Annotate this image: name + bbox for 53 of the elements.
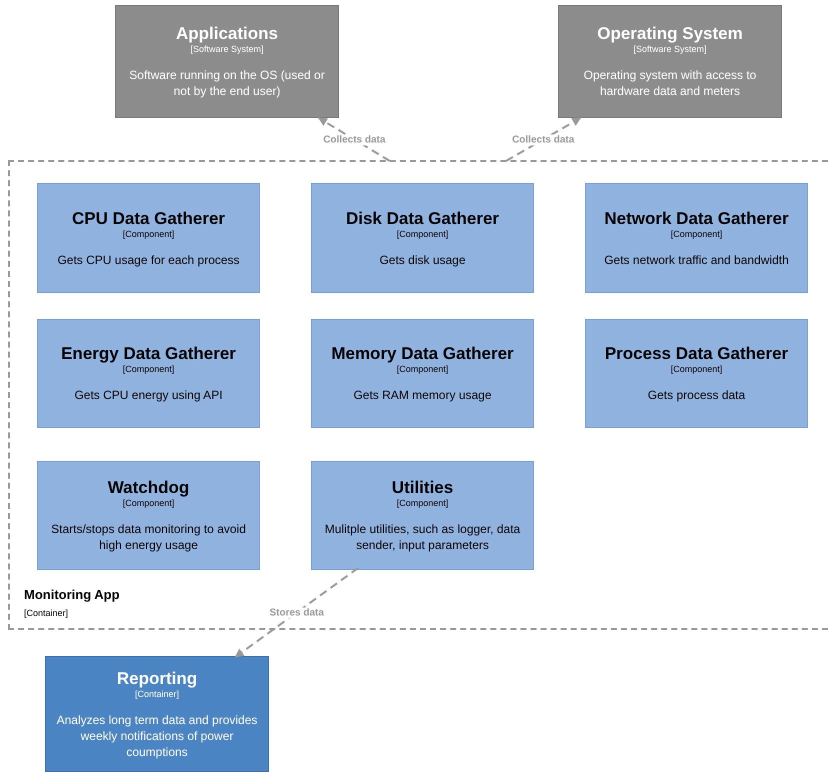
dashed-arrow <box>506 117 582 162</box>
box-title: Process Data Gatherer <box>604 344 788 364</box>
box-description: Gets network traffic and bandwidth <box>604 252 789 268</box>
boundary-type: [Container] <box>24 608 68 618</box>
box-type: [Component] <box>396 498 448 509</box>
box-type: [Software System] <box>633 44 707 55</box>
edge-label: Collects data <box>510 134 576 145</box>
box-title: CPU Data Gatherer <box>72 208 226 228</box>
box-description: Operating system with access to hardware data and meters <box>582 67 758 99</box>
box-title: Energy Data Gatherer <box>61 344 236 364</box>
container-box <box>45 656 269 772</box>
component-box <box>37 319 260 428</box>
software-system-box <box>115 5 339 118</box>
box-description: Gets process data <box>648 387 746 403</box>
box-type: [Container] <box>134 688 180 700</box>
component-box <box>585 183 808 293</box>
box-title: Applications <box>176 24 278 44</box>
box-title: Network Data Gatherer <box>604 208 789 228</box>
edge-label: Collects data <box>321 134 388 145</box>
box-title: Reporting <box>116 668 198 688</box>
component-box <box>311 183 534 293</box>
box-type: [Component] <box>670 228 722 240</box>
box-title: Disk Data Gatherer <box>346 208 500 228</box>
box-description: Gets CPU energy using API <box>74 387 223 403</box>
component-box <box>311 319 534 428</box>
dashed-arrow <box>318 117 390 162</box>
box-title: Utilities <box>392 478 454 498</box>
box-description: Mulitple utilities, such as logger, data sender, input parameters <box>324 521 522 553</box>
edge-label: Stores data <box>267 607 326 618</box>
box-description: Gets CPU usage for each process <box>57 252 240 268</box>
component-box <box>585 319 808 428</box>
box-description: Starts/stops data monitoring to avoid high energy usage <box>50 521 247 553</box>
box-type: [Component] <box>122 364 174 375</box>
box-description: Analyzes long term data and provides weekly notifications of power coumptions <box>56 712 258 760</box>
box-type: [Component] <box>396 364 448 375</box>
dashed-arrow <box>234 567 359 658</box>
box-type: [Software System] <box>190 44 264 55</box>
component-box <box>311 461 534 570</box>
component-box <box>37 183 260 293</box>
box-type: [Component] <box>122 498 174 509</box>
boundary-title: Monitoring App <box>24 587 120 602</box>
box-type: [Component] <box>122 228 174 240</box>
box-description: Gets RAM memory usage <box>353 387 492 403</box>
box-title: Watchdog <box>108 478 190 498</box>
box-title: Memory Data Gatherer <box>331 344 514 364</box>
box-type: [Component] <box>670 364 722 375</box>
box-description: Software running on the OS (used or not by the end user) <box>128 67 326 99</box>
box-type: [Component] <box>396 228 448 240</box>
box-title: Operating System <box>597 24 743 44</box>
container-boundary <box>8 160 829 630</box>
component-box <box>37 461 260 570</box>
software-system-box <box>558 5 782 118</box>
box-description: Gets disk usage <box>379 252 466 268</box>
